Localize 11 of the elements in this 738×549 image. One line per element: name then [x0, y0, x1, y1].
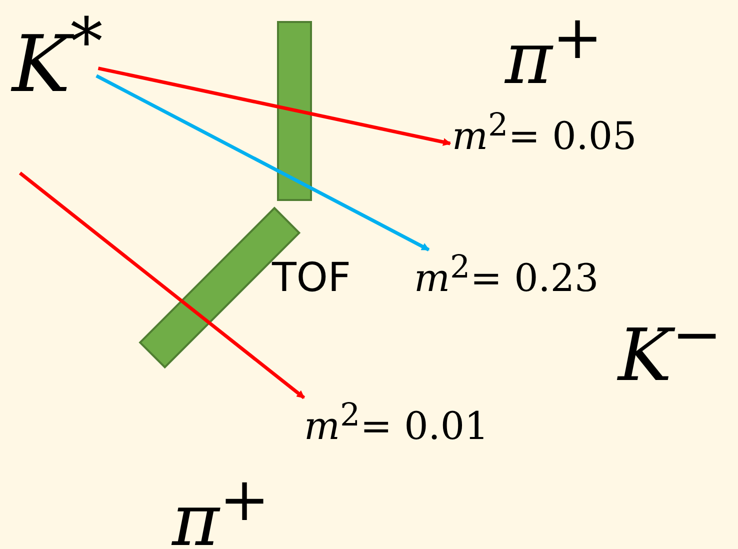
particle-symbol: π$^{+}$: [172, 470, 270, 549]
mass-label: m$^{2}$= 0.01: [304, 400, 489, 445]
arrow: [96, 74, 430, 252]
particle-symbol: K$^{*}$: [12, 10, 103, 104]
mass-label: m$^{2}$= 0.05: [452, 110, 637, 155]
particle-symbol: K$^{−}$: [618, 305, 722, 391]
mass-label: m$^{2}$= 0.23: [414, 252, 599, 297]
arrow: [18, 172, 306, 400]
detector-label: TOF: [272, 258, 351, 298]
arrow: [98, 66, 452, 146]
particle-symbol: π$^{+}$: [505, 8, 603, 94]
